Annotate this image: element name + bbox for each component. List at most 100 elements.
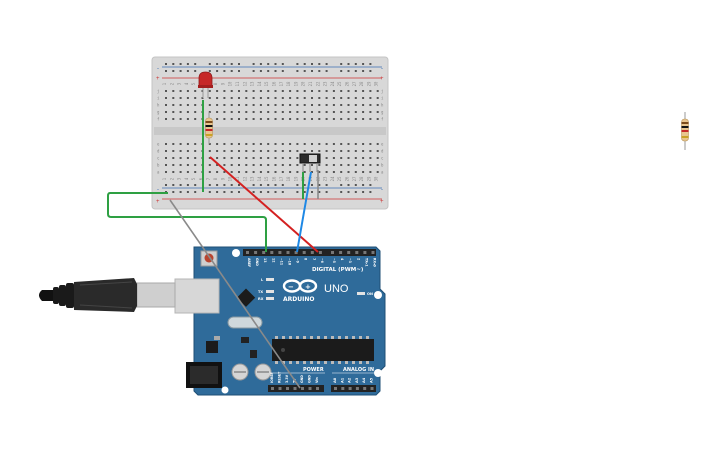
terminal-hole[interactable] — [186, 164, 189, 166]
header-pin[interactable] — [318, 251, 322, 254]
rail-hole[interactable] — [172, 63, 175, 65]
terminal-hole[interactable] — [165, 171, 167, 173]
rail-hole[interactable] — [274, 63, 277, 65]
terminal-hole[interactable] — [230, 97, 233, 99]
terminal-hole[interactable] — [238, 118, 240, 120]
terminal-hole[interactable] — [230, 171, 233, 173]
rail-hole[interactable] — [274, 184, 277, 186]
header-pin[interactable] — [316, 387, 319, 390]
terminal-hole[interactable] — [296, 118, 299, 120]
rail-hole[interactable] — [318, 63, 321, 65]
rail-hole[interactable] — [347, 191, 350, 193]
terminal-hole[interactable] — [194, 97, 197, 99]
terminal-hole[interactable] — [186, 97, 189, 99]
rail-hole[interactable] — [325, 191, 328, 193]
terminal-hole[interactable] — [354, 90, 357, 92]
terminal-hole[interactable] — [267, 164, 270, 166]
terminal-hole[interactable] — [325, 111, 328, 113]
terminal-hole[interactable] — [179, 90, 182, 92]
header-pin[interactable] — [363, 251, 367, 254]
rail-hole[interactable] — [238, 191, 240, 193]
terminal-hole[interactable] — [274, 97, 277, 99]
rail-hole[interactable] — [223, 191, 226, 193]
header-pin[interactable] — [355, 251, 359, 254]
rail-hole[interactable] — [369, 184, 372, 186]
terminal-hole[interactable] — [340, 143, 343, 145]
terminal-hole[interactable] — [274, 90, 277, 92]
terminal-hole[interactable] — [223, 90, 226, 92]
terminal-hole[interactable] — [252, 90, 255, 92]
terminal-hole[interactable] — [194, 111, 197, 113]
terminal-hole[interactable] — [186, 118, 189, 120]
terminal-hole[interactable] — [259, 150, 262, 152]
terminal-hole[interactable] — [362, 164, 365, 166]
terminal-hole[interactable] — [230, 164, 233, 166]
terminal-hole[interactable] — [238, 150, 240, 152]
terminal-hole[interactable] — [362, 97, 365, 99]
terminal-hole[interactable] — [179, 171, 182, 173]
terminal-hole[interactable] — [208, 164, 211, 166]
terminal-hole[interactable] — [179, 111, 182, 113]
terminal-hole[interactable] — [281, 171, 284, 173]
terminal-hole[interactable] — [296, 111, 299, 113]
header-pin[interactable] — [270, 251, 274, 254]
terminal-hole[interactable] — [274, 164, 277, 166]
terminal-hole[interactable] — [259, 157, 262, 159]
terminal-hole[interactable] — [340, 118, 343, 120]
digital-header[interactable] — [243, 249, 376, 256]
rail-hole[interactable] — [252, 63, 255, 65]
terminal-hole[interactable] — [208, 111, 211, 113]
terminal-hole[interactable] — [347, 164, 350, 166]
terminal-hole[interactable] — [347, 111, 350, 113]
rail-hole[interactable] — [179, 70, 182, 72]
terminal-hole[interactable] — [318, 111, 321, 113]
terminal-hole[interactable] — [332, 150, 335, 152]
rail-hole[interactable] — [369, 70, 372, 72]
rail-hole[interactable] — [362, 184, 365, 186]
terminal-hole[interactable] — [362, 150, 365, 152]
header-pin[interactable] — [254, 251, 258, 254]
rail-hole[interactable] — [369, 63, 372, 65]
header-pin[interactable] — [348, 387, 352, 390]
terminal-hole[interactable] — [296, 97, 299, 99]
rail-hole[interactable] — [296, 63, 299, 65]
terminal-hole[interactable] — [354, 143, 357, 145]
rail-hole[interactable] — [303, 63, 306, 65]
rail-hole[interactable] — [172, 191, 175, 193]
rail-hole[interactable] — [296, 70, 299, 72]
header-pin[interactable] — [355, 387, 359, 390]
terminal-hole[interactable] — [238, 164, 240, 166]
terminal-hole[interactable] — [281, 164, 284, 166]
terminal-hole[interactable] — [194, 118, 197, 120]
terminal-hole[interactable] — [274, 157, 277, 159]
terminal-hole[interactable] — [303, 150, 306, 152]
rail-hole[interactable] — [208, 191, 211, 193]
terminal-hole[interactable] — [274, 111, 277, 113]
terminal-hole[interactable] — [376, 97, 379, 99]
terminal-hole[interactable] — [281, 143, 284, 145]
terminal-hole[interactable] — [194, 104, 197, 106]
rail-hole[interactable] — [186, 63, 189, 65]
rail-hole[interactable] — [369, 191, 372, 193]
terminal-hole[interactable] — [274, 171, 277, 173]
rail-hole[interactable] — [223, 63, 226, 65]
terminal-hole[interactable] — [376, 111, 379, 113]
rail-hole[interactable] — [259, 184, 262, 186]
header-pin[interactable] — [302, 251, 306, 254]
terminal-hole[interactable] — [252, 118, 255, 120]
terminal-hole[interactable] — [289, 171, 292, 173]
terminal-hole[interactable] — [289, 104, 292, 106]
terminal-hole[interactable] — [303, 164, 306, 166]
terminal-hole[interactable] — [369, 111, 372, 113]
rail-hole[interactable] — [318, 184, 321, 186]
terminal-hole[interactable] — [179, 118, 182, 120]
terminal-hole[interactable] — [216, 164, 219, 166]
digital-header-pins[interactable] — [246, 251, 375, 254]
terminal-hole[interactable] — [245, 90, 248, 92]
terminal-hole[interactable] — [340, 164, 343, 166]
terminal-hole[interactable] — [362, 90, 365, 92]
rail-hole[interactable] — [194, 184, 197, 186]
header-pin[interactable] — [371, 251, 375, 254]
terminal-hole[interactable] — [267, 104, 270, 106]
terminal-hole[interactable] — [296, 150, 299, 152]
